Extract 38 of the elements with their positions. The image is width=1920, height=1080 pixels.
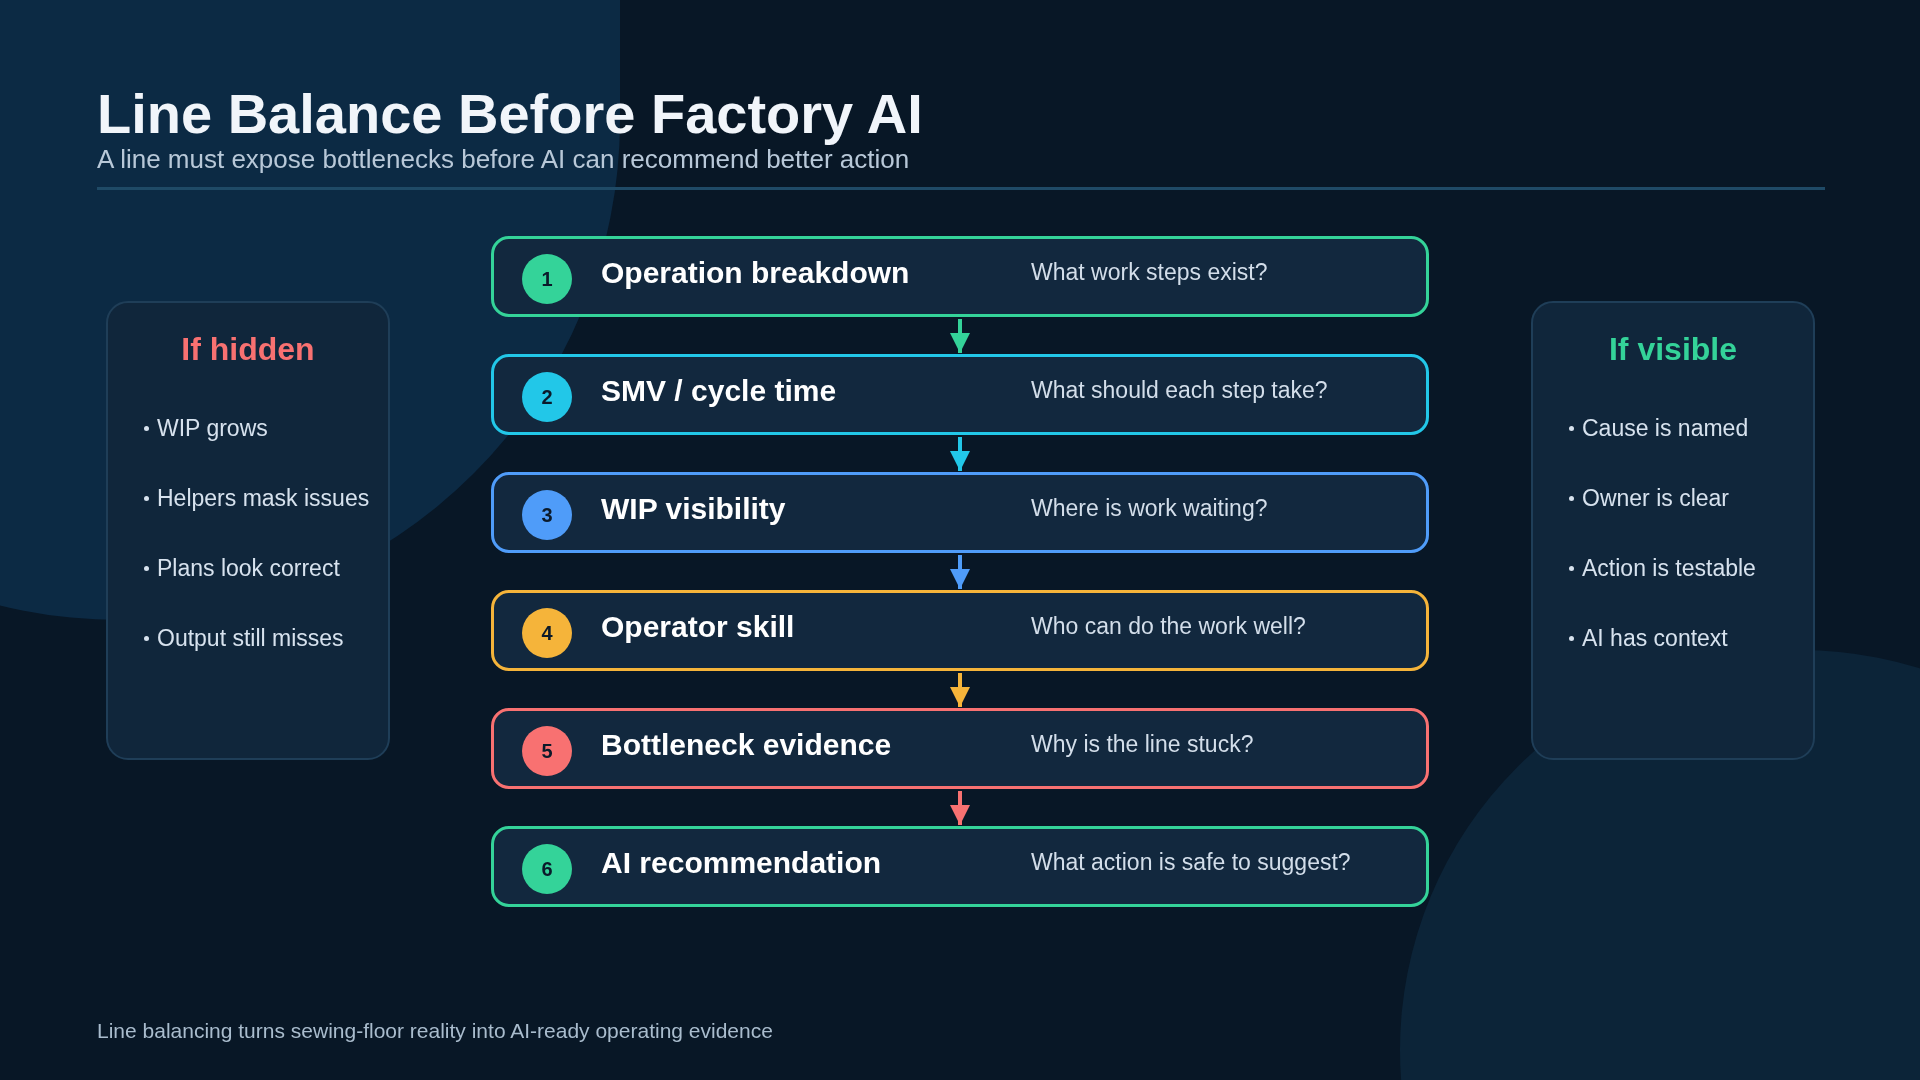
step-question: What action is safe to suggest? [1031, 848, 1351, 877]
bullet-text: Action is testable [1582, 554, 1756, 583]
step-box [491, 708, 1429, 789]
bullet-text: Helpers mask issues [157, 484, 370, 513]
bullet-text: AI has context [1582, 624, 1728, 653]
caption: Line balancing turns sewing-floor reality into AI-ready operating evidence [97, 1018, 773, 1044]
step-box [491, 354, 1429, 435]
step-title: WIP visibility [601, 491, 786, 527]
arrow [950, 437, 970, 471]
panel-heading: If hidden [180, 330, 316, 369]
title: Line Balance Before Factory AI [97, 81, 923, 147]
bullet-text: Cause is named [1582, 414, 1749, 443]
panel-heading: If visible [1607, 330, 1738, 369]
step-question: Who can do the work well? [1031, 612, 1306, 641]
bullet-text: Plans look correct [157, 554, 340, 583]
arrow [950, 319, 970, 353]
step-box [491, 826, 1429, 907]
bullet-text: Output still misses [157, 624, 344, 653]
step-question: What work steps exist? [1031, 258, 1268, 287]
step-title: SMV / cycle time [601, 373, 837, 409]
bullet-text: WIP grows [157, 414, 268, 443]
step-title: Operator skill [601, 609, 795, 645]
info-panel [106, 301, 390, 760]
bullet-text: Owner is clear [1582, 484, 1729, 513]
step-box [491, 472, 1429, 553]
step-question: Where is work waiting? [1031, 494, 1268, 523]
arrow [950, 555, 970, 589]
step-question: What should each step take? [1031, 376, 1328, 405]
arrow [950, 673, 970, 707]
arrow [950, 791, 970, 825]
step-box [491, 236, 1429, 317]
info-panel [1531, 301, 1815, 760]
step-title: Bottleneck evidence [601, 727, 892, 763]
subtitle: A line must expose bottlenecks before AI can recommend better action [97, 144, 910, 176]
step-title: AI recommendation [601, 845, 882, 881]
step-title: Operation breakdown [601, 255, 910, 291]
step-question: Why is the line stuck? [1031, 730, 1254, 759]
step-box [491, 590, 1429, 671]
